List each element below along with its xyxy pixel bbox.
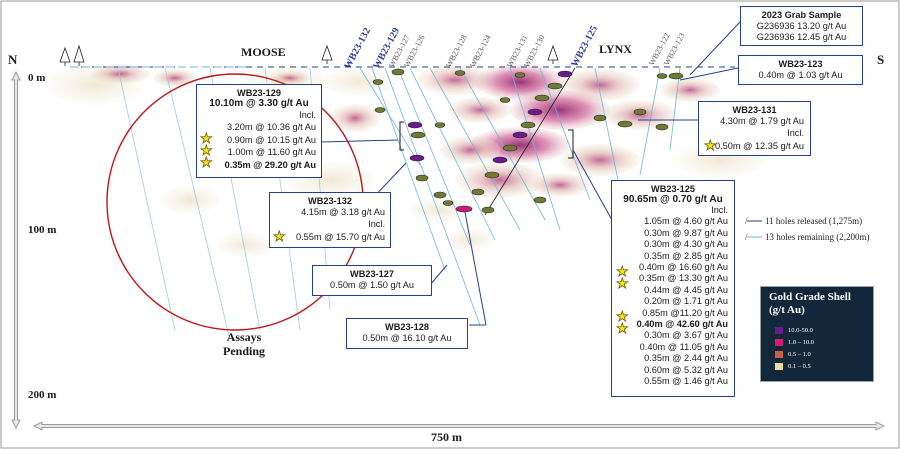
callout-row: 0.30m @ 3.67 g/t Au — [644, 330, 728, 341]
north-label: N — [8, 52, 18, 67]
grade-shells — [47, 64, 765, 257]
lynx-label: LYNX — [599, 42, 632, 56]
legend-holes-released: 11 holes released (1,275m) — [765, 216, 863, 226]
callout-row: 0.44m @ 4.45 g/t Au — [644, 284, 728, 295]
legend-slash: / — [745, 216, 748, 226]
callout-row: 0.55m @ 15.70 g/t Au — [295, 231, 385, 242]
callout-title: WB23-123 — [778, 59, 823, 69]
star-icon: ★ — [200, 130, 213, 146]
depth-label-0: 0 m — [28, 72, 46, 84]
callout-row: Incl. — [368, 219, 385, 230]
callout-title: WB23-125 — [651, 184, 695, 194]
callout-row: 1.00m @ 11.60 g/t Au — [227, 147, 316, 158]
legend-item-label: 0.1 – 0.5 — [788, 363, 811, 370]
legend-slash: / — [745, 232, 748, 242]
callout-row: 4.30m @ 1.79 g/t Au — [720, 116, 804, 126]
legend-swatch — [775, 351, 783, 359]
callout-row: 0.35m @ 29.20 g/t Au — [224, 159, 316, 170]
callout-row: 0.40m @ 16.60 g/t Au — [638, 262, 728, 273]
callout-wb23-132: WB23-132 4.15m @ 3.18 g/t Au Incl. 0.55m… — [269, 192, 391, 248]
legend-swatch — [775, 363, 783, 371]
callout-row: G236936 13.20 g/t Au — [756, 21, 847, 31]
callout-row: 0.50m @ 12.35 g/t Au — [714, 140, 804, 151]
south-label: S — [877, 52, 885, 67]
legend-item: 10.0-50.0 — [775, 327, 813, 335]
star-icon: ★ — [616, 308, 629, 324]
legend-item-label: 1.0 – 10.0 — [788, 339, 814, 346]
legend-swatch — [775, 339, 783, 347]
legend-item: 0.5 – 1.0 — [775, 351, 811, 359]
legend-swatch — [775, 327, 783, 335]
legend-item-label: 10.0-50.0 — [788, 327, 813, 334]
callout-row: Incl. — [787, 128, 804, 139]
callout-row: 3.20m @ 10.36 g/t Au — [226, 122, 316, 133]
callout-title: WB23-128 — [385, 322, 429, 332]
callout-row: 4.15m @ 3.18 g/t Au — [301, 207, 385, 217]
callout-row: Incl. — [299, 110, 316, 120]
callout-row: 1.05m @ 4.60 g/t Au — [644, 216, 728, 227]
legend-item: 1.0 – 10.0 — [775, 339, 814, 347]
callout-row: Incl. — [711, 205, 728, 215]
legend-item: 0.1 – 0.5 — [775, 363, 811, 371]
callout-wb23-123: WB23-123 0.40m @ 1.03 g/t Au — [738, 55, 863, 85]
callout-title: WB23-127 — [350, 269, 394, 279]
star-icon: ★ — [616, 320, 629, 336]
star-icon: ★ — [704, 137, 717, 153]
callout-title: WB23-129 — [237, 88, 281, 98]
star-icon: ★ — [616, 275, 629, 291]
callout-row: 0.35m @ 13.30 g/t Au — [638, 273, 728, 284]
callout-row: 0.55m @ 1.46 g/t Au — [644, 376, 728, 387]
star-icon: ★ — [200, 154, 213, 170]
star-icon: ★ — [616, 263, 629, 279]
depth-label-200: 200 m — [28, 389, 57, 401]
callout-title: WB23-132 — [308, 196, 352, 206]
callout-row: 0.35m @ 2.44 g/t Au — [644, 353, 728, 364]
width-arrow — [32, 421, 886, 431]
callout-wb23-127: WB23-127 0.50m @ 1.50 g/t Au — [312, 265, 432, 296]
grade-shell-legend: Gold Grade Shell (g/t Au) 10.0-50.0 1.0 … — [760, 286, 874, 382]
callout-leaders — [320, 21, 762, 326]
depth-arrow — [11, 70, 21, 430]
legend-item-label: 0.5 – 1.0 — [788, 351, 811, 358]
callout-row: 0.50m @ 1.50 g/t Au — [330, 280, 414, 290]
callout-wb23-131: WB23-131 4.30m @ 1.79 g/t Au Incl. 0.50m… — [698, 101, 811, 156]
callout-title: 2023 Grab Sample — [761, 10, 842, 20]
callout-row: 0.40m @ 11.05 g/t Au — [639, 341, 728, 352]
callout-row: 0.40m @ 1.03 g/t Au — [758, 70, 843, 80]
callout-row: 0.50m @ 16.10 g/t Au — [362, 333, 452, 343]
legend-holes-remaining: 13 holes remaining (2,200m) — [765, 232, 870, 242]
callout-row: G236936 12.45 g/t Au — [756, 32, 847, 43]
callout-wb23-125: WB23-125 90.65m @ 0.70 g/t Au Incl. 1.05… — [611, 180, 735, 397]
star-icon: ★ — [273, 228, 286, 244]
intercept-discs — [372, 68, 684, 214]
callout-row: 0.40m @ 42.60 g/t Au — [636, 319, 728, 330]
callout-title: WB23-131 — [732, 105, 777, 115]
callout-row: 0.20m @ 1.71 g/t Au — [644, 296, 728, 307]
star-icon: ★ — [200, 142, 213, 158]
callout-row: 0.90m @ 10.15 g/t Au — [226, 134, 316, 145]
callout-headline: 10.10m @ 3.30 g/t Au — [209, 98, 309, 109]
callout-wb23-129: WB23-129 10.10m @ 3.30 g/t Au Incl. 3.20… — [196, 84, 322, 178]
callout-row: 0.60m @ 5.32 g/t Au — [644, 364, 728, 375]
width-label: 750 m — [431, 430, 462, 444]
tree-icon — [59, 44, 559, 66]
callout-wb23-128: WB23-128 0.50m @ 16.10 g/t Au — [346, 318, 468, 349]
callout-row: 0.30m @ 4.30 g/t Au — [644, 239, 728, 250]
callout-row: 0.35m @ 2.85 g/t Au — [644, 250, 728, 261]
callout-row: 0.85m @11.20 g/t Au — [642, 307, 728, 318]
callout-grab-sample: 2023 Grab Sample G236936 13.20 g/t Au G2… — [740, 6, 863, 46]
callout-row: 0.30m @ 9.87 g/t Au — [644, 227, 728, 238]
legend-title: Gold Grade Shell (g/t Au) — [769, 291, 851, 316]
moose-label: MOOSE — [241, 45, 286, 59]
assays-pending-label: Assays Pending — [223, 330, 266, 358]
callout-headline: 90.65m @ 0.70 g/t Au — [623, 194, 723, 205]
depth-label-100: 100 m — [28, 224, 57, 236]
